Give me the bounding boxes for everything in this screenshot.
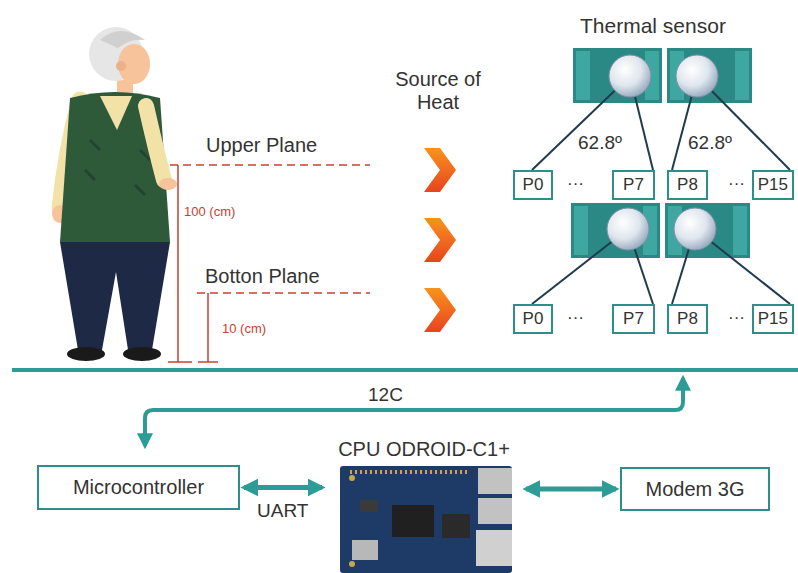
- bus-label: 12C: [368, 384, 403, 406]
- illustration-part: [424, 148, 456, 192]
- elderly-person: [52, 27, 177, 361]
- illustration-part: [665, 203, 750, 258]
- illustration-part: [478, 498, 512, 524]
- illustration-part: [159, 178, 177, 190]
- node-text: P7: [623, 309, 644, 329]
- node-text: P0: [523, 175, 544, 195]
- pixel-box: P0: [513, 304, 553, 334]
- illustration-part: [60, 92, 170, 242]
- illustration-part: [349, 475, 355, 481]
- node-text: Microcontroller: [73, 476, 204, 499]
- i2c-bus-arrow: [145, 378, 683, 446]
- ellipsis: ···: [728, 174, 745, 194]
- node-text: P15: [758, 175, 788, 195]
- illustration-part: [733, 206, 747, 255]
- plane-label: Upper Plane: [206, 134, 317, 157]
- illustration-part: [607, 208, 649, 250]
- edge-label: UART: [255, 500, 310, 522]
- angle-label: 62.8º: [688, 132, 732, 154]
- pixel-box: P8: [667, 304, 708, 334]
- angle-label: 62.8º: [578, 132, 622, 154]
- ellipsis: ···: [567, 174, 584, 194]
- illustration-part: [735, 51, 749, 100]
- sensor-title: Thermal sensor: [580, 14, 726, 38]
- illustration-part: [478, 468, 512, 494]
- pixel-box: P15: [752, 170, 794, 200]
- illustration-part: [676, 55, 718, 97]
- illustration-part: [576, 51, 590, 100]
- illustration-part: [197, 292, 370, 294]
- illustration-part: [207, 293, 209, 362]
- illustration-part: [442, 514, 470, 538]
- illustration-part: [352, 540, 378, 560]
- double-arrow: [244, 485, 322, 490]
- illustration-part: [198, 361, 218, 363]
- illustration-part: [67, 347, 105, 361]
- illustration-part: [146, 106, 164, 180]
- pixel-box: P7: [612, 170, 655, 200]
- illustration-part: [349, 561, 355, 567]
- illustration-part: [574, 206, 588, 255]
- pixel-box: P0: [513, 170, 553, 200]
- illustration-part: [476, 530, 512, 566]
- illustration-part: [424, 218, 456, 262]
- illustration-part: [177, 165, 179, 362]
- pixel-box: P8: [667, 170, 708, 200]
- illustration-part: [424, 288, 456, 332]
- illustration-part: [100, 31, 145, 48]
- pixel-box: P7: [612, 304, 655, 334]
- process-box: Modem 3G: [620, 467, 770, 511]
- odroid-board: [340, 466, 512, 573]
- plane-label: Botton Plane: [205, 265, 320, 288]
- illustration-part: [85, 140, 150, 195]
- dimension-label: 100 (cm): [184, 204, 235, 219]
- illustration-part: [168, 361, 192, 363]
- illustration-part: [170, 164, 370, 166]
- node-text: P0: [523, 309, 544, 329]
- illustration-part: [360, 500, 378, 512]
- ellipsis: ···: [567, 308, 584, 328]
- node-text: P8: [677, 309, 698, 329]
- pixel-box: P15: [752, 304, 794, 334]
- dimension-label: 10 (cm): [222, 321, 266, 336]
- node-text: P7: [623, 175, 644, 195]
- illustration-part: [571, 203, 660, 258]
- node-text: P8: [677, 175, 698, 195]
- illustration-part: [340, 466, 512, 573]
- illustration-part: [350, 470, 470, 474]
- node-text: Modem 3G: [646, 478, 745, 501]
- illustration-part: [100, 96, 132, 130]
- illustration-part: [609, 55, 651, 97]
- illustration-part: [573, 48, 662, 103]
- illustration-part: [116, 61, 126, 71]
- illustration-part: [667, 48, 752, 103]
- double-arrow: [526, 487, 616, 492]
- node-text: P15: [758, 309, 788, 329]
- node-text: CPU ODROID-C1+: [338, 438, 510, 461]
- cpu-board: CPU ODROID-C1+: [326, 438, 522, 573]
- ground-bus-line: [12, 368, 798, 372]
- illustration-part: [123, 347, 161, 361]
- illustration-part: [60, 242, 170, 350]
- heat-source-label: Source of Heat: [382, 68, 494, 114]
- ellipsis: ···: [728, 308, 745, 328]
- thermal-sensors: [571, 48, 752, 258]
- heat-chevrons: [424, 148, 456, 332]
- process-box: Microcontroller: [37, 465, 240, 510]
- illustration-part: [392, 505, 434, 537]
- illustration-part: [674, 208, 716, 250]
- height-dimensions: [168, 165, 370, 362]
